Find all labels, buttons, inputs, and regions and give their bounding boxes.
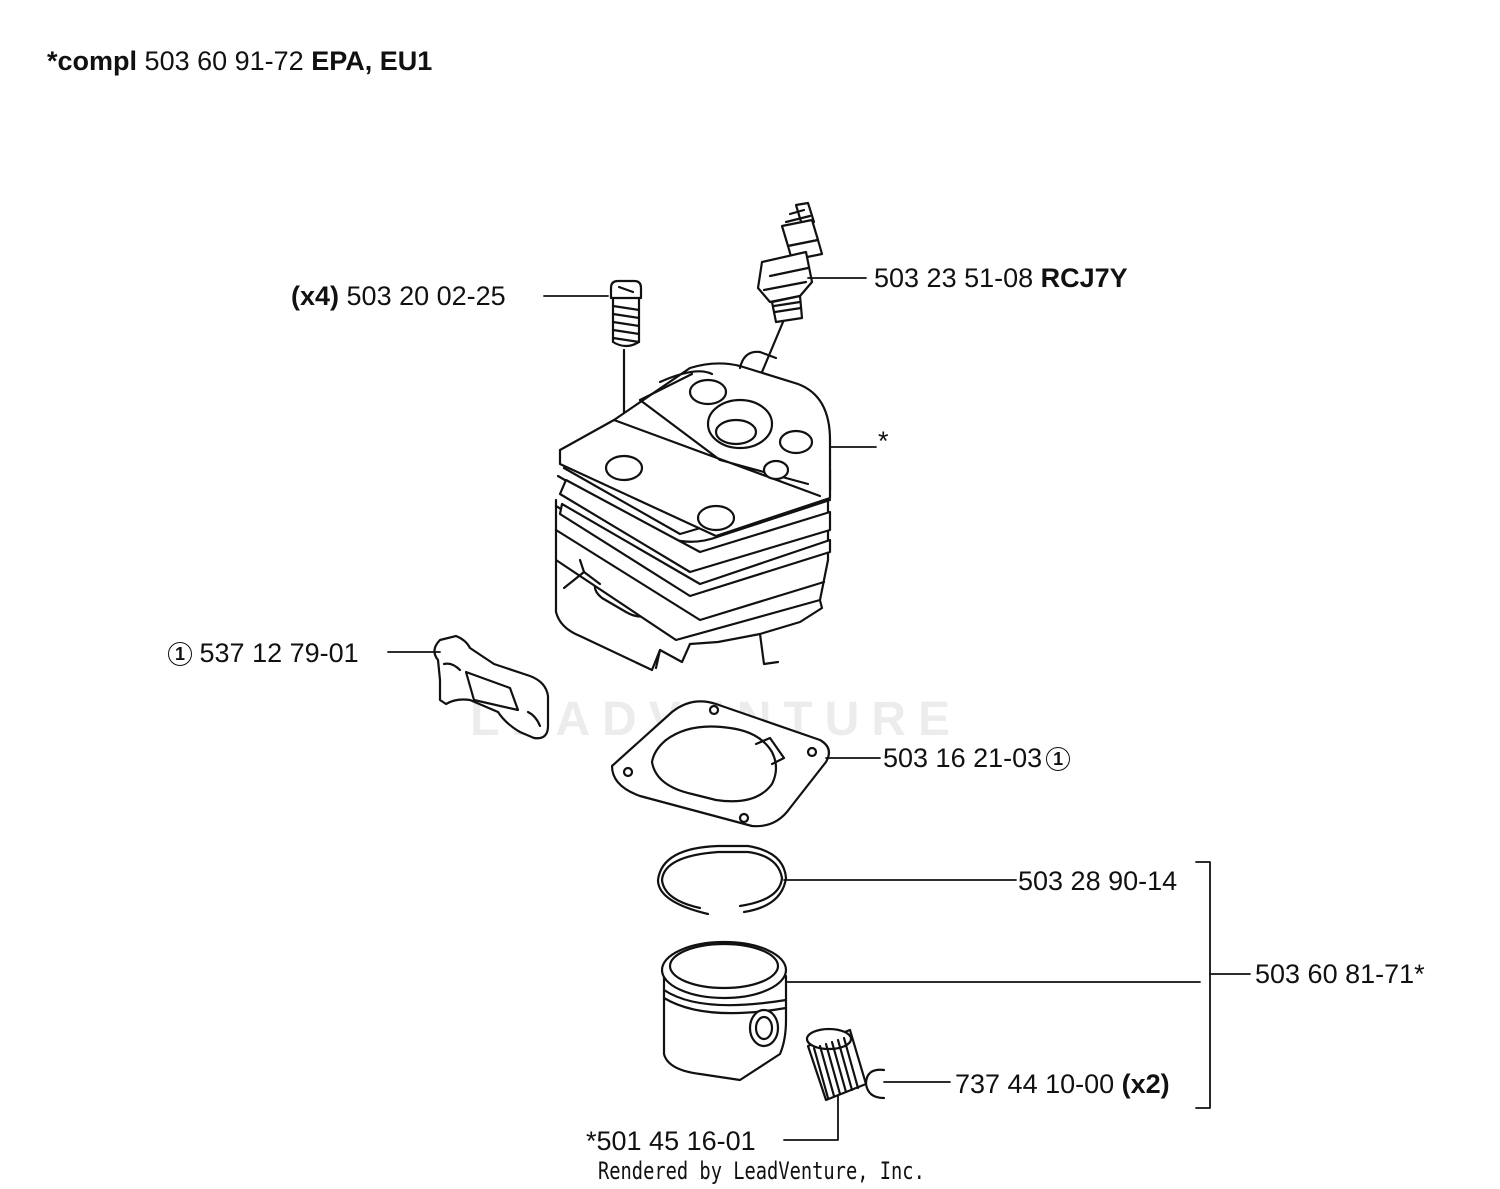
cylinder-label[interactable]: * — [878, 426, 889, 456]
compl-number: 503 60 91-72 — [144, 46, 304, 76]
screw-label[interactable]: (x4) 503 20 02-25 — [291, 283, 506, 310]
needle-bearing-label[interactable]: *501 45 16-01 — [586, 1126, 756, 1156]
cylinder-gasket-badge: 1 — [1046, 747, 1071, 771]
piston-part[interactable] — [660, 940, 788, 1082]
cylinder-gasket-number: 503 16 21-03 — [883, 743, 1043, 773]
muffler-gasket-number: 537 12 79-01 — [199, 638, 359, 668]
assembly-title: *compl 503 60 91-72 EPA, EU1 — [47, 46, 432, 77]
muffler-gasket-part[interactable] — [433, 634, 550, 740]
cylinder-part[interactable] — [554, 350, 832, 672]
circlip-label[interactable]: 737 44 10-00 (x2) — [955, 1071, 1170, 1098]
compl-prefix: *compl — [47, 46, 138, 76]
screw-number: 503 20 02-25 — [346, 281, 506, 311]
circlip-part[interactable] — [864, 1068, 886, 1100]
muffler-gasket-label[interactable]: 1 537 12 79-01 — [168, 640, 359, 667]
screw-qty: (x4) — [291, 281, 340, 311]
compl-suffix: EPA, EU1 — [311, 46, 433, 76]
leader-lines — [387, 277, 1251, 1141]
spark-plug-number: 503 23 51-08 — [874, 263, 1034, 293]
spark-plug-label[interactable]: 503 23 51-08 RCJ7Y — [874, 265, 1128, 292]
circlip-number: 737 44 10-00 — [955, 1069, 1115, 1099]
circlip-qty: (x2) — [1121, 1069, 1170, 1099]
cylinder-gasket-part[interactable] — [610, 700, 831, 828]
footer-credit: Rendered by LeadVenture, Inc. — [598, 1157, 925, 1185]
muffler-gasket-badge: 1 — [168, 642, 192, 666]
spark-plug-type: RCJ7Y — [1040, 263, 1128, 293]
piston-assembly-label[interactable]: 503 60 81-71* — [1255, 959, 1425, 989]
needle-bearing-part[interactable] — [805, 1027, 868, 1102]
piston-ring-label[interactable]: 503 28 90-14 — [1018, 866, 1178, 896]
piston-ring-part[interactable] — [656, 844, 788, 916]
